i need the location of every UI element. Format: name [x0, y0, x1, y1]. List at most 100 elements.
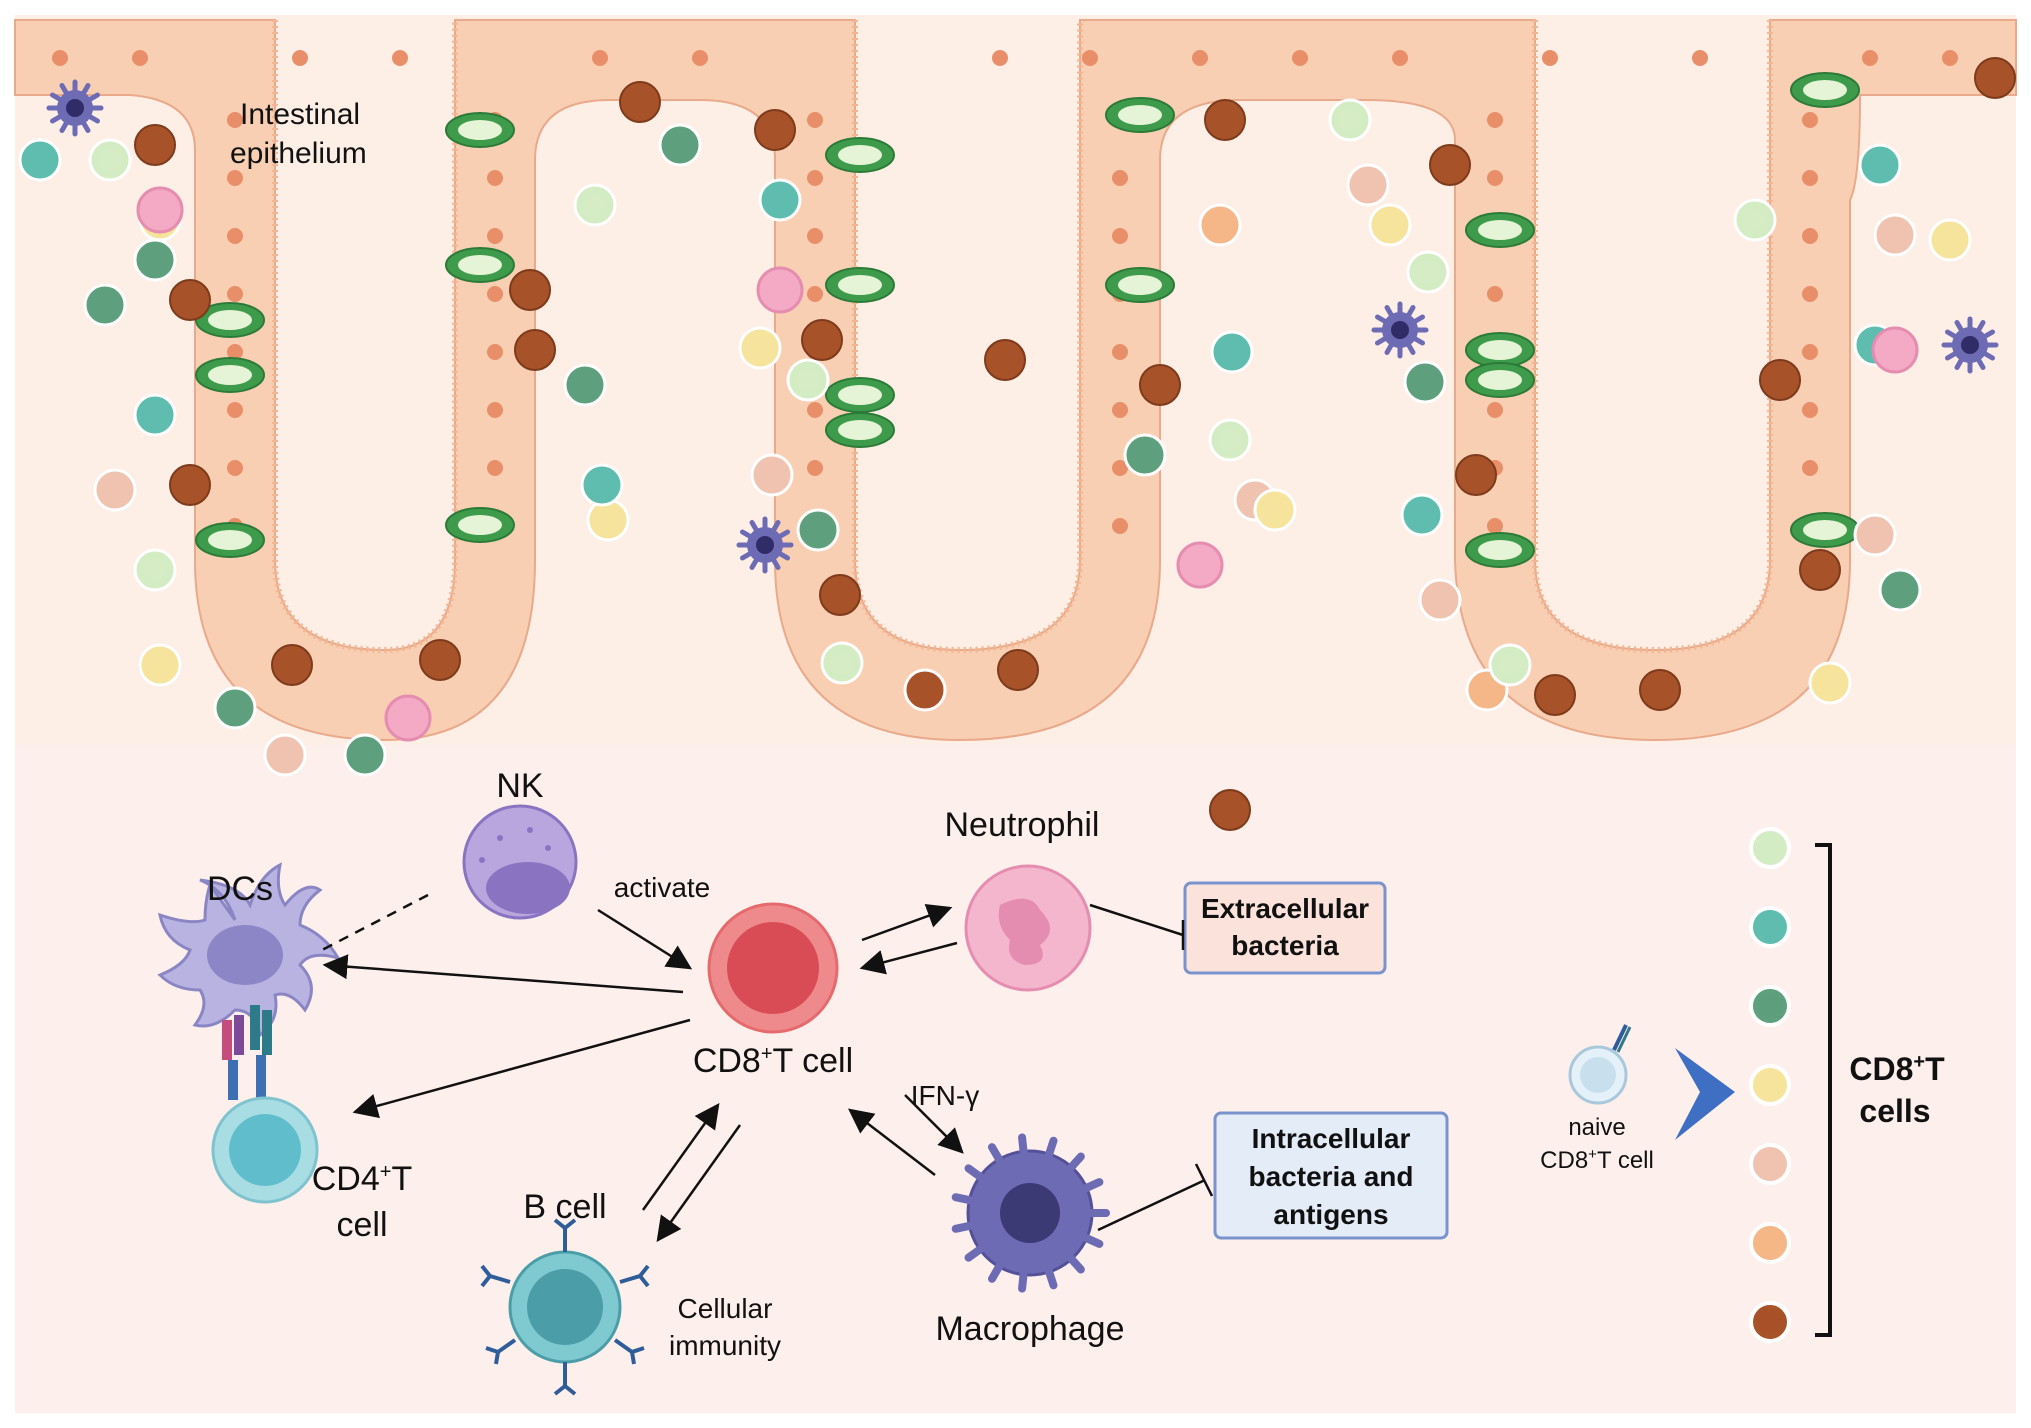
macrophage-cell: [951, 1133, 1110, 1293]
t-cell-scatter: [1400, 493, 1444, 537]
neutrophil-small: [384, 694, 432, 742]
t-cell-scatter: [343, 733, 387, 777]
brown-cell: [419, 639, 461, 681]
t-cell-scatter: [738, 326, 782, 370]
activate-label: activate: [614, 872, 711, 903]
macrophage-small: [1941, 316, 1999, 374]
cd8-label: CD8+T cell: [693, 1042, 853, 1080]
brown-cell: [1639, 669, 1681, 711]
macrophage-label: Macrophage: [935, 1310, 1124, 1348]
brown-cell: [619, 81, 661, 123]
ifn-gamma-label: IFN-γ: [911, 1080, 979, 1111]
nk-cell: [462, 804, 578, 920]
brown-cell: [1204, 99, 1246, 141]
cd4-label-line1: CD4+T: [312, 1160, 413, 1198]
t-cell-scatter: [263, 733, 307, 777]
intracellular-line2: bacteria and: [1249, 1161, 1414, 1192]
neutrophil-small: [1871, 326, 1919, 374]
t-cell-scatter: [1368, 203, 1412, 247]
t-cell-scatter: [1858, 143, 1902, 187]
goblet-cell: [445, 247, 515, 283]
t-cell-scatter: [1198, 203, 1242, 247]
brown-cell: [169, 279, 211, 321]
lamina-propria-cells: [18, 57, 2016, 831]
neutrophil-label: Neutrophil: [945, 806, 1100, 844]
differentiation-chevron-icon: [1675, 1048, 1735, 1140]
goblet-cell: [445, 112, 515, 148]
brown-cell: [1455, 454, 1497, 496]
t-cell-scatter: [580, 463, 624, 507]
brown-cell: [1799, 549, 1841, 591]
t-cell-scatter: [1253, 488, 1297, 532]
t-cell-scatter: [83, 283, 127, 327]
brown-cell: [1139, 364, 1181, 406]
goblet-cell: [825, 377, 895, 413]
t-cell-scatter: [1853, 513, 1897, 557]
epithelium-label-line1: Intestinal: [240, 98, 360, 131]
neutrophil-small: [136, 186, 184, 234]
goblet-cell: [1790, 72, 1860, 108]
t-cell-scatter: [1808, 661, 1852, 705]
b-cell-label: B cell: [523, 1188, 606, 1226]
intracellular-bacteria-box: [1213, 1111, 1449, 1240]
t-cell-scatter: [1878, 568, 1922, 612]
t-cell-scatter: [133, 393, 177, 437]
t-cell-scatter: [658, 123, 702, 167]
goblet-cell: [195, 357, 265, 393]
t-cell-scatter: [750, 453, 794, 497]
t-cell-scatter: [88, 138, 132, 182]
lower-panel: [15, 745, 2016, 1413]
t-cell-scatter: [1928, 218, 1972, 262]
dendritic-cell: [157, 862, 342, 1038]
cd4-t-cell: [211, 1096, 319, 1204]
goblet-cell: [1465, 532, 1535, 568]
brown-cell: [1209, 789, 1251, 831]
neutrophil-small: [1176, 541, 1224, 589]
b-cell: [480, 1218, 650, 1396]
t-cell-scatter: [1208, 418, 1252, 462]
brown-cell: [514, 329, 556, 371]
neutrophil-cell: [964, 864, 1092, 992]
goblet-cell: [1465, 362, 1535, 398]
cd8-subset-dot: [1749, 1222, 1791, 1264]
legend-bracket: [1815, 843, 1832, 1337]
cellular-immunity-line2: immunity: [669, 1330, 781, 1361]
cellular-immunity-line1: Cellular: [678, 1293, 773, 1324]
goblet-cell: [195, 522, 265, 558]
legend-title-line2: cells: [1859, 1093, 1930, 1129]
brown-cell: [1534, 674, 1576, 716]
t-cell-scatter: [1406, 250, 1450, 294]
nk-label: NK: [496, 767, 544, 805]
t-cell-scatter: [1123, 433, 1167, 477]
goblet-cell: [1105, 267, 1175, 303]
tcr-mhc-interaction-icon: [222, 1005, 272, 1100]
extracellular-line1: Extracellular: [1201, 893, 1369, 924]
macrophage-small: [46, 79, 104, 137]
t-cell-scatter: [138, 643, 182, 687]
t-cell-scatter: [1418, 578, 1462, 622]
t-cell-scatter: [1873, 213, 1917, 257]
brown-cell: [169, 464, 211, 506]
macrophage-small: [736, 516, 794, 574]
goblet-cell: [825, 412, 895, 448]
t-cell-scatter: [1210, 330, 1254, 374]
t-cell-scatter: [820, 641, 864, 685]
epithelium-label-line2: epithelium: [230, 137, 367, 170]
goblet-cell: [825, 267, 895, 303]
cd8-subset-dot: [1749, 906, 1791, 948]
macrophage-small: [1371, 301, 1429, 359]
brown-cell: [1974, 57, 2016, 99]
brown-cell: [754, 109, 796, 151]
naive-cd8-t-cell: [1568, 1024, 1632, 1105]
t-cell-scatter: [18, 138, 62, 182]
t-cell-scatter: [563, 363, 607, 407]
t-cell-scatter: [1346, 163, 1390, 207]
t-cell-scatter: [1733, 198, 1777, 242]
dcs-label: DCs: [207, 870, 273, 908]
brown-cell: [801, 319, 843, 361]
t-cell-scatter: [903, 668, 947, 712]
cd8-subset-dot: [1749, 1064, 1791, 1106]
goblet-cell: [1465, 212, 1535, 248]
